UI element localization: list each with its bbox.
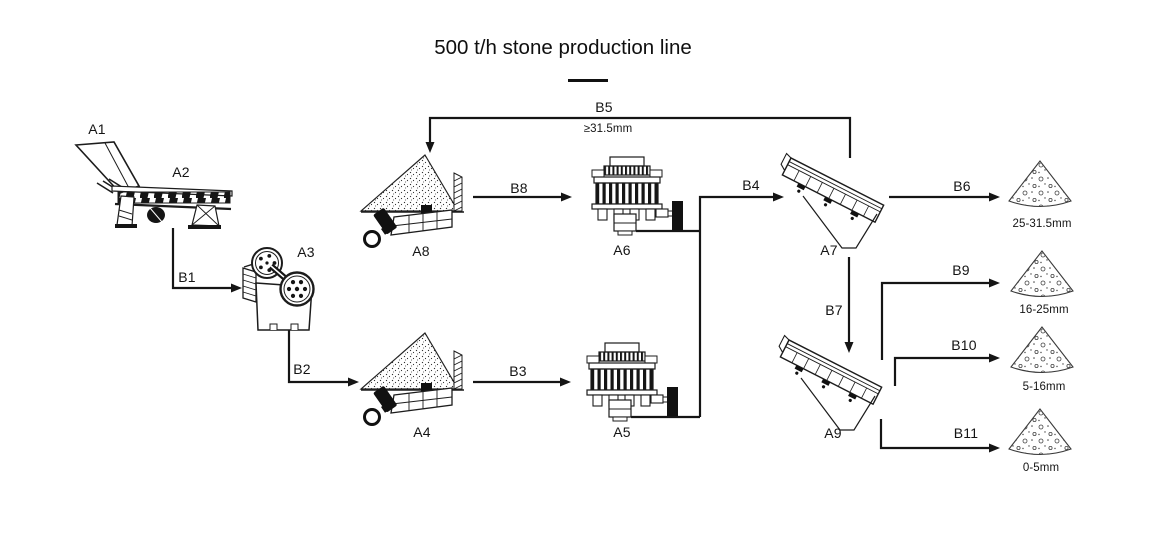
product-pile-icon <box>1008 408 1072 456</box>
label-product-0-5mm: 0-5mm <box>1022 462 1060 474</box>
label-a4: A4 <box>413 424 431 440</box>
stockpile-feeder-icon <box>359 153 466 248</box>
label-b6: B6 <box>953 178 971 194</box>
label-b2: B2 <box>293 361 311 377</box>
cone-crusher-icon <box>591 156 684 236</box>
cone-crusher-icon <box>586 342 679 422</box>
label-a2: A2 <box>172 164 190 180</box>
vibrating-feeder-icon <box>96 178 233 229</box>
label-b9: B9 <box>952 262 970 278</box>
label-product-16-25mm: 16-25mm <box>1019 304 1069 316</box>
label-a3: A3 <box>297 244 315 260</box>
jaw-crusher-icon <box>242 247 315 331</box>
label-b5-size-note: ≥31.5mm <box>583 123 633 135</box>
product-pile-icon <box>1010 250 1074 298</box>
flow-arrowheads <box>231 142 1000 453</box>
label-product-5-16mm: 5-16mm <box>1022 381 1066 393</box>
label-b3: B3 <box>509 363 527 379</box>
label-b8: B8 <box>510 180 528 196</box>
label-a5: A5 <box>613 424 631 440</box>
label-a9: A9 <box>824 425 842 441</box>
label-b7: B7 <box>825 302 843 318</box>
stockpile-feeder-icon <box>359 331 466 426</box>
title-underline <box>568 79 608 82</box>
product-pile-icon <box>1008 160 1072 208</box>
label-b11: B11 <box>953 425 979 441</box>
label-a6: A6 <box>613 242 631 258</box>
page-title: 500 t/h stone production line <box>434 36 692 59</box>
flow-lines <box>171 116 990 450</box>
product-pile-icon <box>1010 326 1074 374</box>
label-a1: A1 <box>88 121 106 137</box>
label-b10: B10 <box>951 337 977 353</box>
label-b5: B5 <box>595 99 613 115</box>
label-product-25-31-5mm: 25-31.5mm <box>1012 218 1072 230</box>
feed-hopper-icon <box>74 141 141 194</box>
label-a8: A8 <box>412 243 430 259</box>
vibrating-screen-icon <box>772 152 886 249</box>
label-a7: A7 <box>820 242 838 258</box>
vibrating-screen-icon <box>770 334 884 431</box>
label-b1: B1 <box>178 269 196 285</box>
label-b4: B4 <box>742 177 760 193</box>
